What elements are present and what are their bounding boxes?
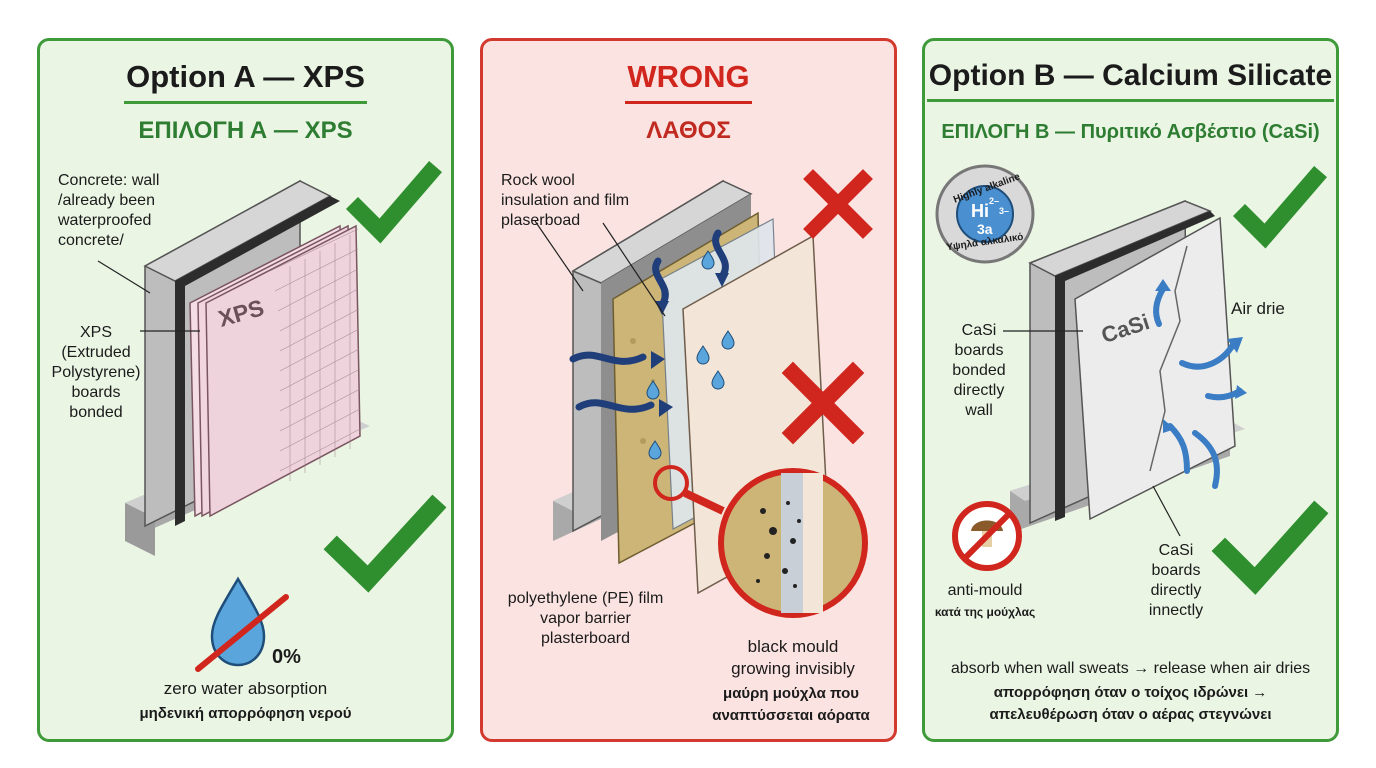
cross-icon [781, 361, 865, 445]
caption-en: zero water absorption [163, 679, 328, 698]
caption-en: absorb when wall sweats → release when a… [950, 660, 1311, 677]
zoom-connector [683, 489, 725, 515]
zoom-plasterboard [803, 473, 823, 613]
badge-center-sup: 2– [989, 196, 1000, 206]
rockwool-leader-line [534, 220, 584, 292]
wrong-illustration [534, 169, 873, 618]
label-antimould-en: anti-mould [947, 582, 1023, 599]
airflow-arrowheads [1155, 279, 1247, 433]
option-a-illustration [97, 161, 447, 672]
check-icon [1232, 166, 1327, 249]
panel-wrong: WRONG ΛΑΘΟΣ [480, 38, 897, 742]
label-casi-boards-bottom: CaSi boards directly innectly [1148, 542, 1204, 619]
label-rock-wool: Rock wool insulation and film plaserboad [501, 172, 630, 229]
mould-spots [756, 501, 801, 588]
label-antimould-gr: κατά της μούχλας [934, 605, 1036, 619]
badge-center-text: Hi [971, 201, 989, 221]
casi-board-crack [1149, 245, 1188, 472]
mould-spot-marker [653, 465, 689, 501]
option-a-subtitle: ΕΠΙΛΟΓΗ Α — XPS [138, 117, 353, 144]
label-xps-boards: XPS (Extruded Polystyrene) boards bonded [51, 324, 141, 421]
panel-option-b: Option B — Calcium Silicate ΕΠΙΛΟΓΗ Β — … [922, 38, 1339, 742]
label-pe-film: polyethylene (PE) film vapor barrier pla… [507, 590, 664, 647]
option-a-title: Option A — XPS [40, 59, 451, 104]
option-b-illustration [935, 164, 1329, 595]
check-icon [1211, 500, 1329, 595]
cross-icon [803, 169, 873, 239]
badge-center-sup2: 3– [999, 206, 1010, 216]
moisture-arrows [569, 229, 729, 413]
arrowheads [651, 273, 729, 417]
caption-gr: μηδενική απορρόφηση νερού [139, 705, 352, 722]
label-casi-boards-left: CaSi boards bonded directly wall [952, 322, 1006, 419]
panel-option-a: Option A — XPS ΕΠΙΛΟΓΗ Α — XPS [37, 38, 454, 742]
concrete-leader-line [97, 260, 151, 294]
wrong-title: WRONG [483, 59, 894, 104]
badge-center-sub: 3a [977, 221, 993, 237]
check-icon [345, 161, 442, 244]
film-leader-line [602, 222, 666, 317]
caption-gr: απορρόφηση όταν ο τοίχος ιδρώνει → απελε… [989, 684, 1272, 723]
casi-bottom-leader-line [1152, 485, 1181, 537]
alkaline-badge-center [956, 185, 1014, 243]
zero-percent: 0% [272, 646, 301, 668]
wrong-subtitle: ΛΑΘΟΣ [646, 117, 731, 144]
label-concrete-wall: Concrete: wall /already been waterproofe… [58, 172, 160, 249]
casi-board [1074, 216, 1236, 521]
caption-gr: μαύρη μούχλα που αναπτύσσεται αόρατα [712, 685, 870, 724]
no-water-slash-icon [195, 594, 289, 672]
reinforcement-mesh [269, 228, 361, 481]
water-drops [646, 250, 735, 460]
check-icon [323, 494, 447, 593]
label-air-dries: Air drie [1231, 299, 1285, 318]
caption-en: black mould growing invisibly [731, 637, 855, 678]
no-mould-slash [962, 511, 1012, 561]
xps-board-front [205, 224, 361, 518]
option-b-subtitle: ΕΠΙΛΟΓΗ Β — Πυριτικό Ασβέστιο (CaSi) [941, 121, 1320, 143]
option-b-title: Option B — Calcium Silicate [925, 59, 1336, 102]
